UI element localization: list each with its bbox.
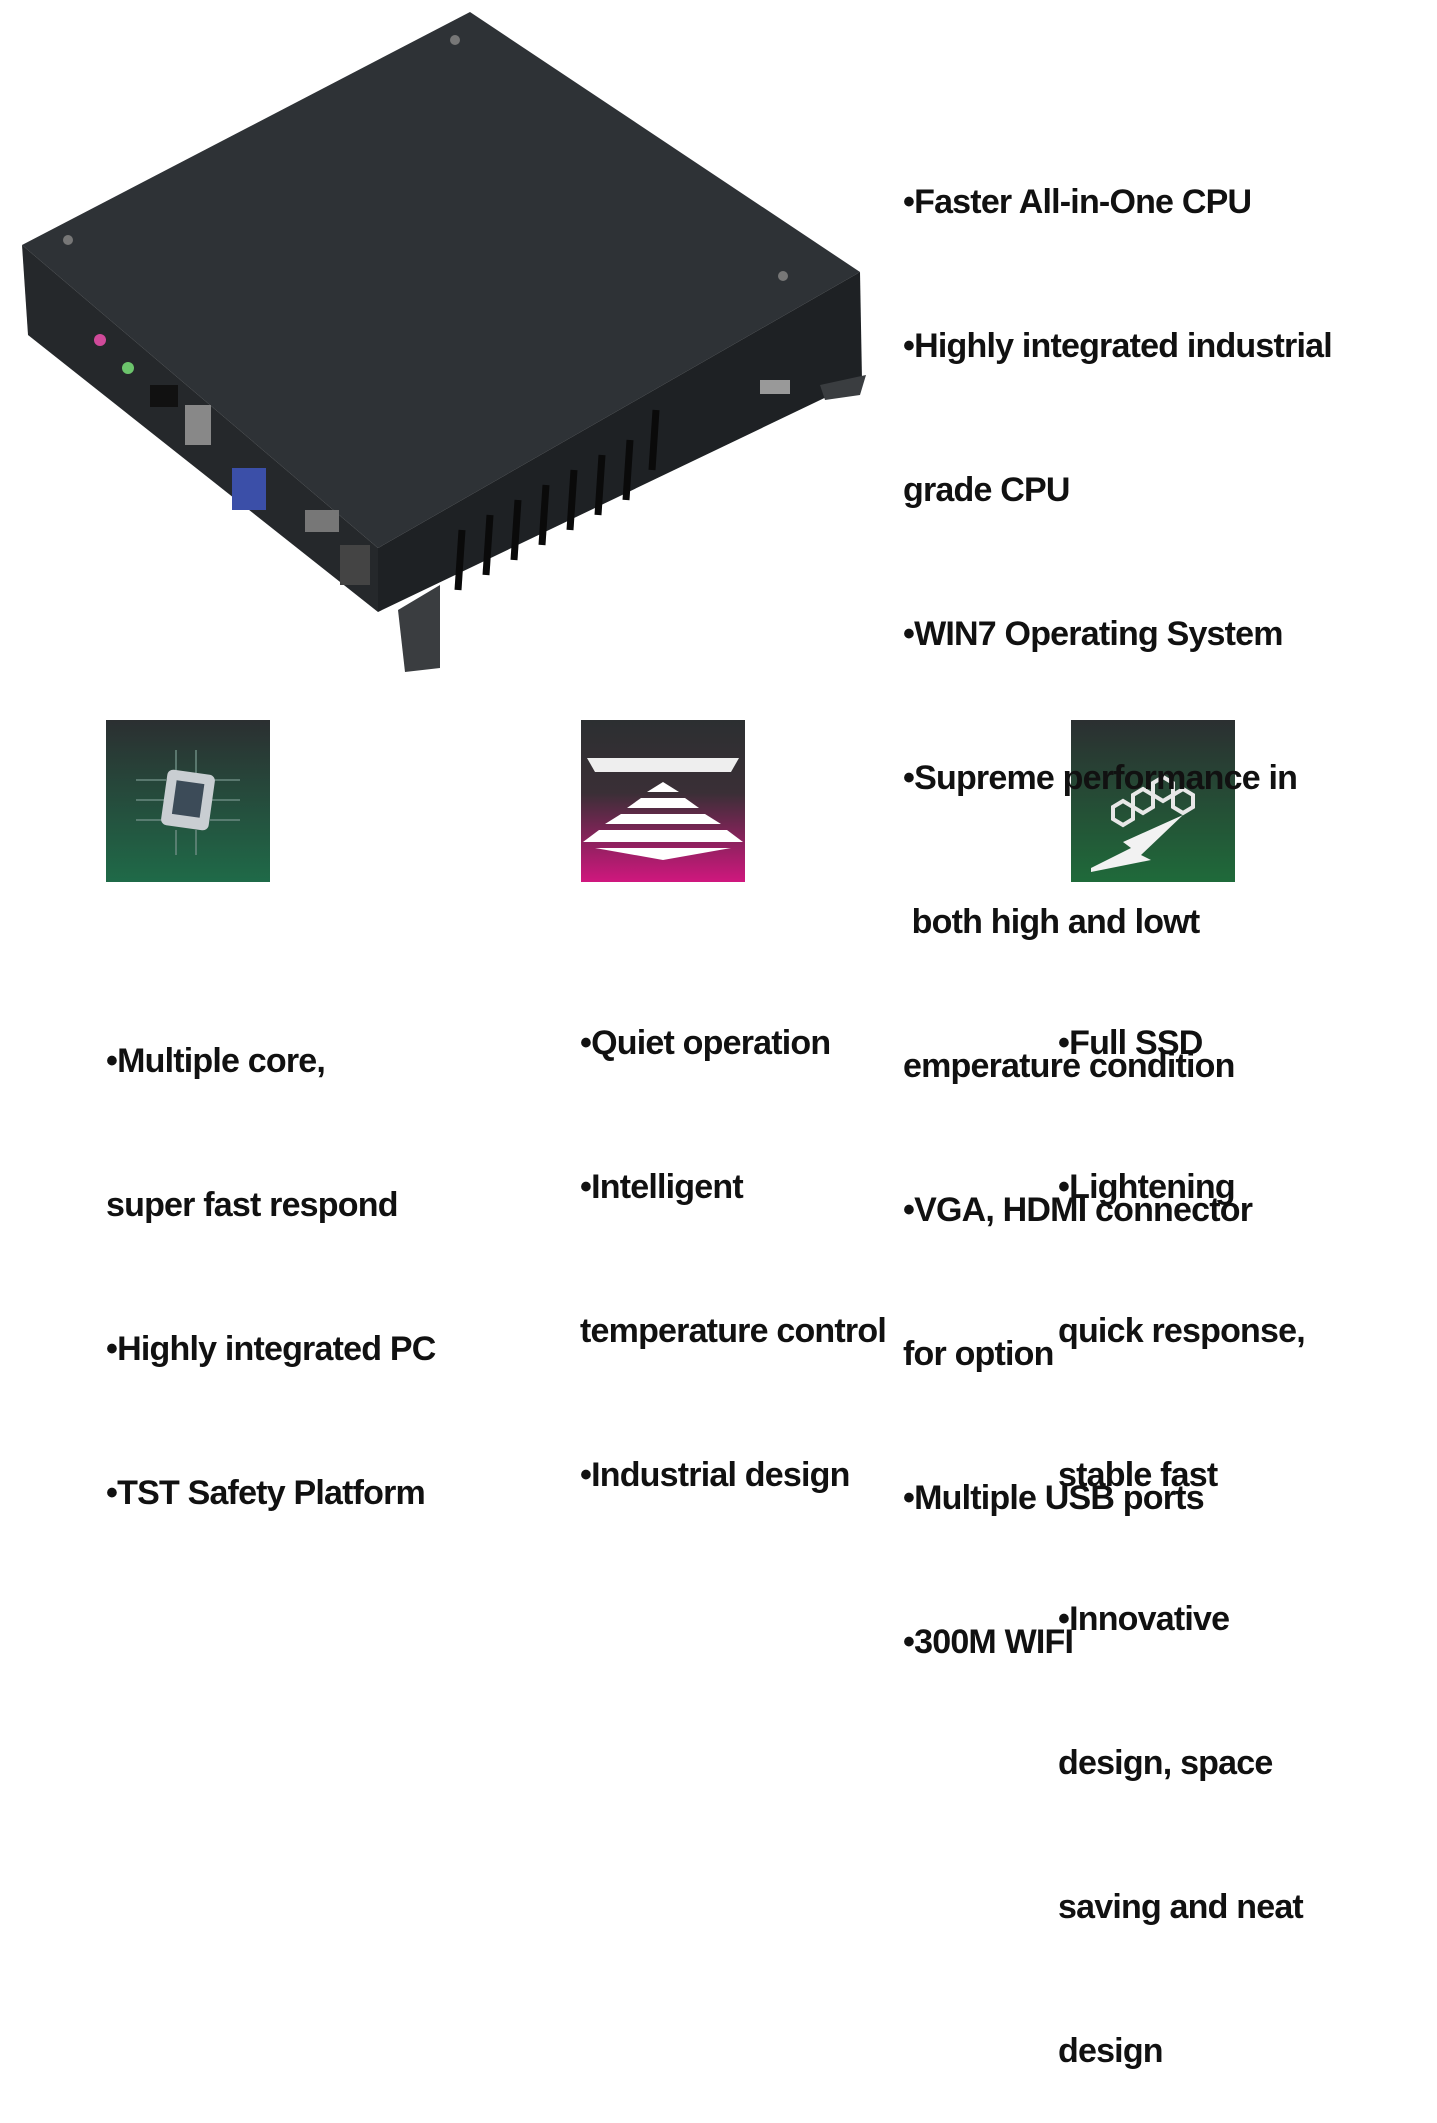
- feature-line: super fast respond: [106, 1186, 398, 1224]
- pyramid-temperature-icon: [581, 720, 745, 882]
- feature-column-2: •Quiet operation •Intelligent temperatur…: [580, 923, 1040, 1547]
- feature-line: grade CPU: [903, 471, 1070, 509]
- feature-line: saving and neat: [1058, 1888, 1304, 1926]
- feature-line: •TST Safety Platform: [106, 1474, 426, 1512]
- feature-line: •Supreme performance in: [903, 759, 1298, 797]
- feature-line: •Lightening: [1058, 1168, 1236, 1206]
- feature-line: •VGA, HDMI connector: [903, 1191, 1253, 1229]
- feature-line: •WIN7 Operating System: [903, 615, 1284, 653]
- feature-line: design, space: [1058, 1744, 1273, 1782]
- feature-column-1: •Multiple core, super fast respond •High…: [106, 941, 546, 1565]
- feature-line: •Full SSD: [1058, 1024, 1203, 1062]
- feature-line: •Quiet operation: [580, 1024, 831, 1062]
- feature-line: stable fast: [1058, 1456, 1218, 1494]
- feature-line: •Multiple core,: [106, 1042, 326, 1080]
- feature-line: •Innovative: [1058, 1600, 1230, 1638]
- feature-line: emperature condition: [903, 1047, 1235, 1085]
- feature-line: •Intelligent: [580, 1168, 744, 1206]
- feature-line: •Industrial design: [580, 1456, 850, 1494]
- feature-line: quick response,: [1058, 1312, 1306, 1350]
- feature-line: •Highly integrated PC: [106, 1330, 436, 1368]
- feature-line: •Faster All-in-One CPU: [903, 183, 1252, 221]
- feature-line: •Highly integrated industrial: [903, 327, 1333, 365]
- feature-column-3: •Full SSD •Lightening quick response, st…: [1058, 923, 1428, 2123]
- feature-line: design: [1058, 2032, 1164, 2070]
- molecule-ssd-icon: [1071, 720, 1235, 882]
- feature-line: both high and lowt: [903, 903, 1201, 941]
- feature-line: temperature control: [580, 1312, 887, 1350]
- mini-pc-product-image: [22, 12, 866, 672]
- cpu-chip-icon: [106, 720, 270, 882]
